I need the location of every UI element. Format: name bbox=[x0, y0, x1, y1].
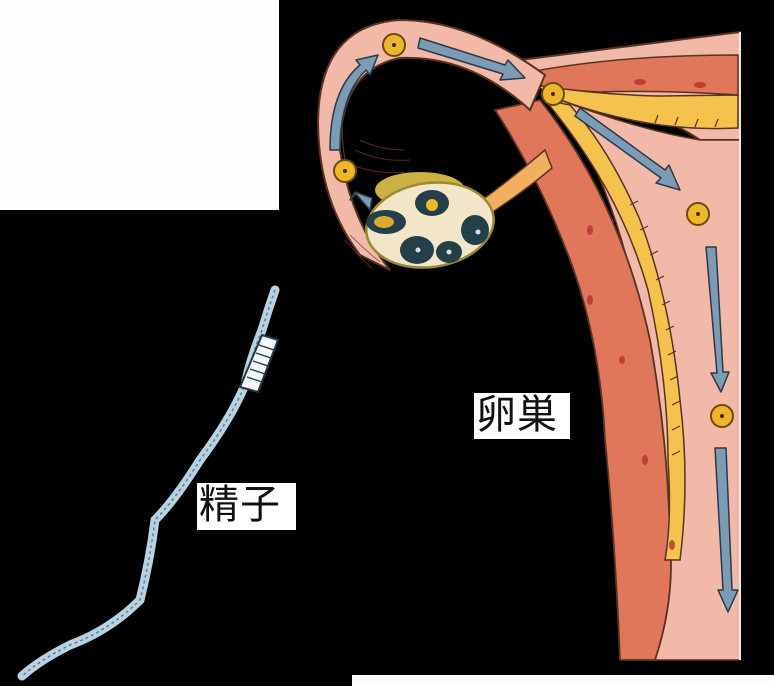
blank-white-strip bbox=[352, 675, 774, 686]
ova bbox=[333, 33, 734, 428]
ovary-label: 卵巣 bbox=[474, 393, 570, 439]
sperm bbox=[17, 285, 280, 681]
uterus bbox=[493, 30, 741, 661]
blank-white-panel bbox=[0, 0, 279, 210]
ovary bbox=[365, 148, 553, 269]
flow-arrows bbox=[329, 37, 739, 613]
sperm-label: 精子 bbox=[197, 483, 296, 530]
